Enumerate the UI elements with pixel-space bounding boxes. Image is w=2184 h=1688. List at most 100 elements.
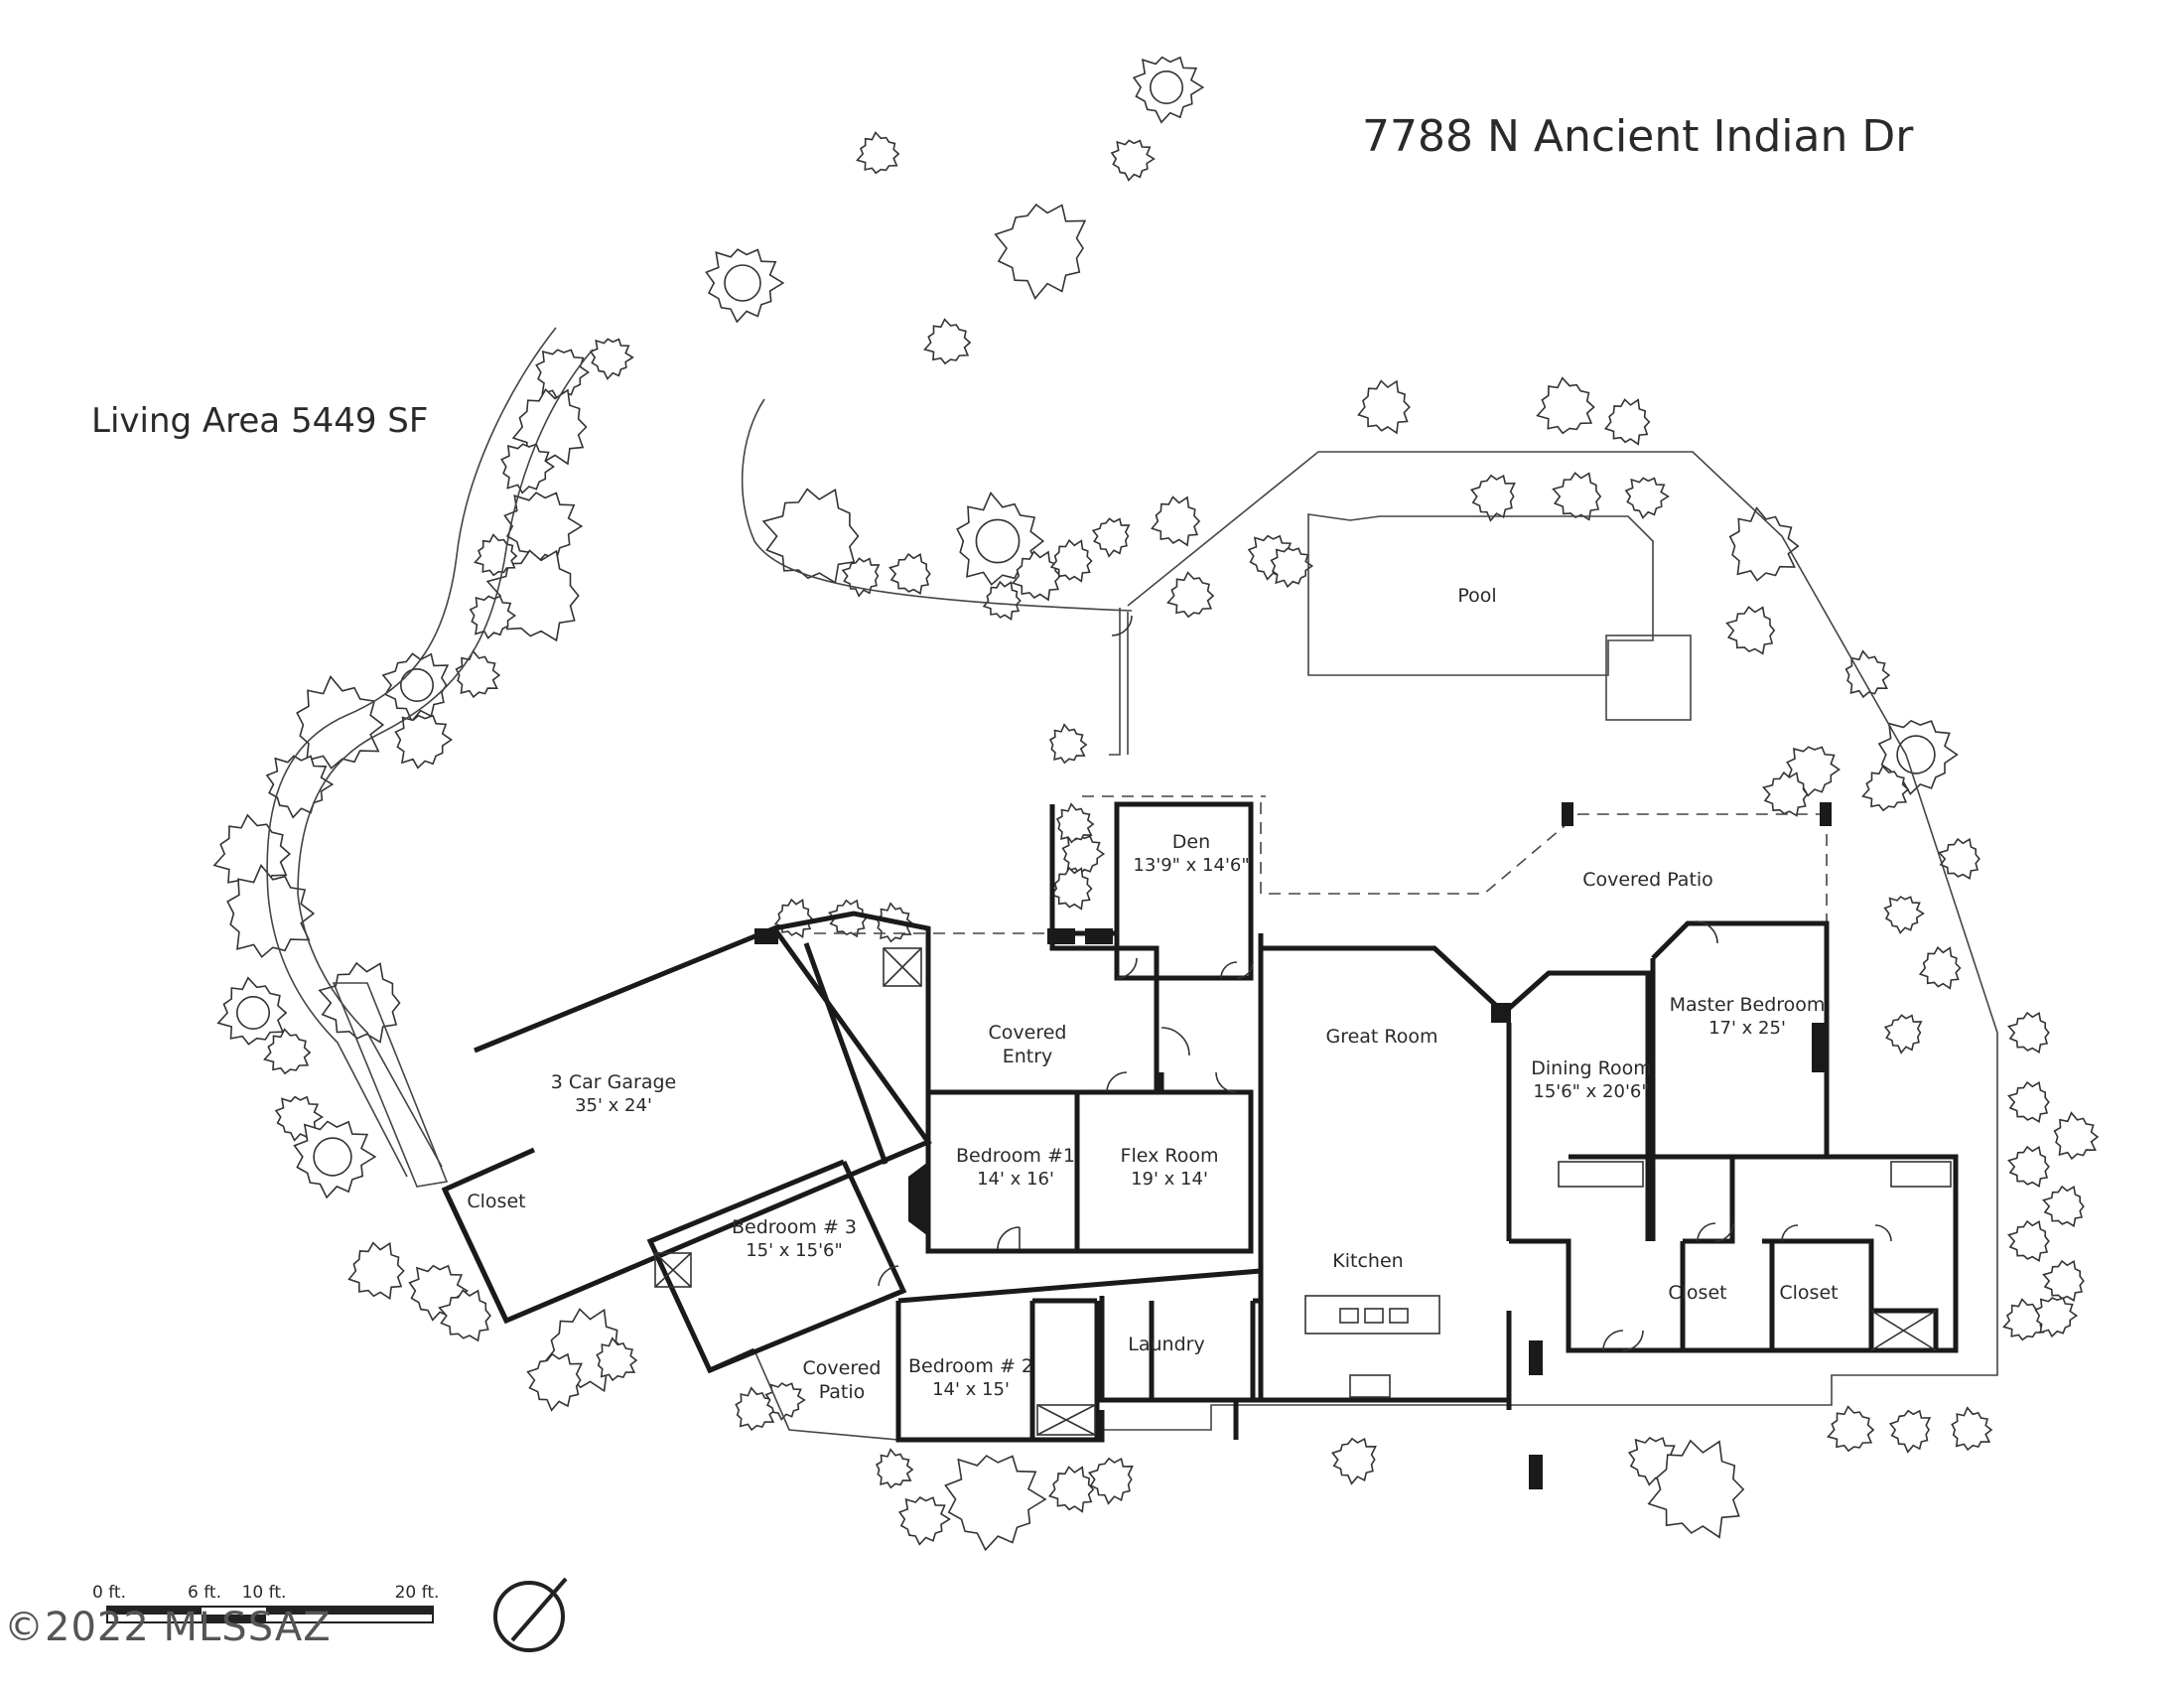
tree-icon [318, 961, 401, 1044]
tree-icon [2007, 1145, 2050, 1188]
tree-icon [1896, 735, 1936, 774]
scale-label-0: 0 ft. [92, 1583, 126, 1603]
dining-room-dimensions: 15'6" x 20'6" [1533, 1081, 1650, 1102]
tree-icon [1091, 517, 1131, 558]
tree-icon [1049, 538, 1093, 583]
covered-entry-line1: Covered [988, 1022, 1067, 1044]
tree-icon [2042, 1185, 2085, 1227]
bedroom1-label: Bedroom #1 14' x 16' [956, 1144, 1075, 1192]
garage-dimensions: 35' x 24' [575, 1095, 652, 1116]
tree-icon [1647, 1439, 1745, 1539]
garage-name: 3 Car Garage [550, 1071, 677, 1093]
dining-room-name: Dining Room [1531, 1057, 1652, 1079]
tree-icon [313, 1137, 352, 1177]
closet-garage-label: Closet [467, 1191, 526, 1212]
tree-icon [975, 518, 1021, 564]
tree-icon [1270, 547, 1314, 589]
den-name: Den [1171, 831, 1211, 853]
tree-icon [526, 1352, 583, 1412]
doors [878, 615, 1892, 1351]
tree-icon [589, 338, 634, 380]
tree-icon [1938, 837, 1980, 880]
tree-icon [761, 488, 860, 584]
tree-icon [1150, 70, 1184, 105]
covered-patio-front-line1: Covered [802, 1357, 882, 1379]
walls [441, 801, 1959, 1443]
pool-label: Pool [1457, 585, 1497, 607]
flex-room-label: Flex Room 19' x 14' [1121, 1144, 1219, 1192]
master-bedroom-dimensions: 17' x 25' [1708, 1018, 1786, 1039]
bedroom2-name: Bedroom # 2 [907, 1355, 1034, 1377]
tree-icon [1330, 1437, 1377, 1485]
great-room-label: Great Room [1325, 1026, 1438, 1048]
tree-icon [1536, 376, 1595, 435]
tree-icon [1725, 606, 1776, 655]
wall-columns [754, 802, 1832, 1489]
garage-label: 3 Car Garage 35' x 24' [551, 1070, 676, 1118]
tree-icon [2007, 1011, 2050, 1054]
tree-icon [1357, 379, 1411, 435]
tree-icon [2042, 1259, 2085, 1302]
tree-icon [875, 1448, 914, 1489]
den-dimensions: 13'9" x 14'6" [1133, 855, 1250, 876]
bedroom1-dimensions: 14' x 16' [977, 1169, 1054, 1190]
tree-icon [2034, 1297, 2079, 1338]
tree-icon [2007, 1080, 2050, 1123]
tree-icon [394, 714, 454, 770]
tree-icon [1728, 506, 1800, 582]
tree-icon [1049, 866, 1093, 911]
tree-icon [1951, 1406, 1993, 1452]
closet-a-label: Closet [1668, 1282, 1727, 1304]
fixtures [654, 947, 1952, 1436]
bedroom1-name: Bedroom #1 [956, 1145, 1075, 1167]
tree-icon [1762, 771, 1809, 817]
covered-entry-line2: Entry [1002, 1046, 1053, 1067]
tree-icon [1087, 1457, 1134, 1505]
tree-icon [1888, 1409, 1932, 1454]
laundry-label: Laundry [1128, 1334, 1205, 1355]
master-bedroom-label: Master Bedroom 17' x 25' [1670, 993, 1826, 1041]
tree-icon [2007, 1219, 2050, 1262]
bedroom3-name: Bedroom # 3 [731, 1216, 858, 1238]
tree-icon [1552, 472, 1602, 521]
tree-icon [773, 898, 813, 938]
flex-room-dimensions: 19' x 14' [1131, 1169, 1208, 1190]
tree-icon [724, 264, 761, 302]
tree-icon [994, 203, 1087, 301]
scale-label-20: 20 ft. [394, 1583, 440, 1603]
north-arrow-icon [493, 1577, 568, 1652]
tree-icon [399, 667, 434, 702]
tree-icon [296, 674, 385, 770]
scale-label-6: 6 ft. [188, 1583, 221, 1603]
covered-patio-front-line2: Patio [818, 1381, 866, 1403]
site-lines [266, 327, 1998, 1441]
closet-b-label: Closet [1779, 1282, 1839, 1304]
bedroom3-dimensions: 15' x 15'6" [746, 1240, 843, 1261]
tree-icon [1166, 571, 1215, 619]
tree-icon [1055, 802, 1095, 844]
tree-icon [347, 1241, 405, 1301]
tree-icon [1047, 1466, 1095, 1513]
tree-icon [1844, 649, 1891, 699]
landscape-trees [212, 56, 2100, 1552]
tree-icon [469, 595, 517, 639]
covered-patio-front-label: Covered Patio [803, 1356, 882, 1404]
tree-icon [1110, 139, 1156, 182]
tree-icon [1883, 1014, 1923, 1055]
bedroom3-label: Bedroom # 3 15' x 15'6" [732, 1215, 857, 1263]
tree-icon [1048, 723, 1088, 765]
tree-icon [735, 1386, 777, 1432]
covered-patio-back-label: Covered Patio [1582, 869, 1713, 891]
tree-icon [1624, 477, 1670, 519]
tree-icon [1603, 398, 1651, 446]
tree-icon [1469, 474, 1516, 522]
tree-icon [897, 1495, 952, 1546]
scale-bar [106, 1606, 434, 1623]
kitchen-label: Kitchen [1332, 1250, 1404, 1272]
tree-icon [1883, 896, 1925, 934]
tree-icon [535, 349, 591, 400]
tree-icon [596, 1336, 638, 1382]
living-area-label: Living Area 5449 SF [91, 401, 429, 441]
tree-icon [236, 995, 271, 1030]
